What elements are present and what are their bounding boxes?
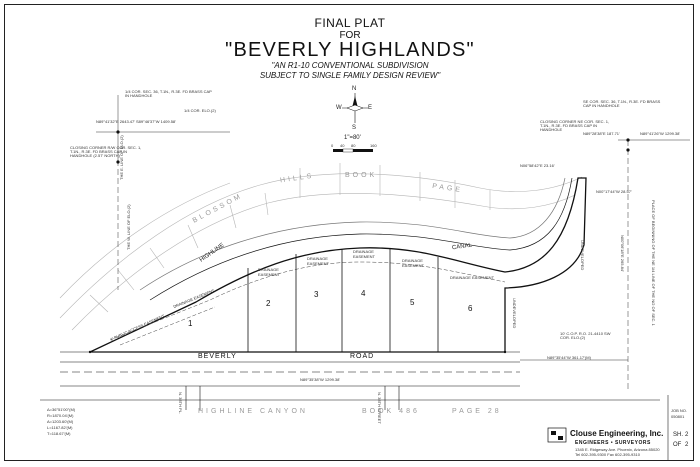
curve-delta: Δ=36°51'00"(M): [47, 407, 76, 412]
scale-tick-0: 0: [331, 143, 334, 148]
note-left-line-1: THE E. LINE OF ELO.(2): [119, 135, 124, 180]
sheet-number: 2: [685, 432, 689, 438]
curve-length: L=1167.82'(M): [47, 425, 73, 430]
lot-number-4: 4: [361, 289, 366, 298]
note-sw-cor: 10' C.O.P. R.O. 21-4410 SW COR. ELO.(2): [560, 331, 611, 340]
drainage-easement-lot2-a: DRAINAGE: [258, 267, 279, 272]
company-subtitle: ENGINEERS • SURVEYORS: [575, 440, 651, 446]
street-left-label: N. 38TH PL.: [178, 392, 183, 415]
note-right-pob: N06°58'42"E 23.16': [520, 163, 555, 168]
drainage-easement-lot6: DRAINAGE EASEMENT: [450, 275, 495, 280]
lot-number-6: 6: [468, 304, 473, 313]
note-top-left-bearing: N89°41'32"E 2643.47': [96, 119, 136, 124]
subtitle-line-2: SUBJECT TO SINGLE FAMILY DESIGN REVIEW": [259, 71, 441, 80]
subtitle-line-1: "AN R1-10 CONVENTIONAL SUBDIVISION: [271, 61, 429, 70]
note-top-left-quarter: 1/4 COR. ELO.(2): [184, 108, 216, 113]
company-phone: Tel 602-395-9300 Fax 602-395-9310: [575, 452, 640, 457]
note-undeveloped-2: UNDEVELOPED: [512, 298, 517, 329]
job-number-label: JOB NO.: [671, 408, 688, 413]
note-top-right-closing: CLOSING CORNER NE COR. SEC. 1, T.1N., R.…: [540, 119, 610, 132]
drainage-easement-lot3-a: DRAINAGE: [307, 256, 328, 261]
lot-number-1: 1: [188, 319, 193, 328]
book-label: BOOK: [345, 172, 378, 179]
drainage-easement-lot4-a: DRAINAGE: [353, 249, 374, 254]
lot-number-2: 2: [266, 299, 271, 308]
beverly-road-lines: [40, 351, 660, 410]
drainage-easement-lot2-b: EASEMENT: [258, 272, 281, 277]
title-line-2: FOR: [339, 30, 361, 41]
bottom-canyon-label: HIGHLINE CANYON: [198, 408, 308, 415]
note-undeveloped-1: UNDEVELOPED: [580, 240, 585, 271]
note-top-right-bearing2: N89°41'26"W 1299.38': [640, 131, 681, 136]
subdivision-boundary: [89, 177, 587, 353]
lot-number-3: 3: [314, 290, 319, 299]
note-top-left-closing: CLOSING CORNER R/W COR. SEC. 1, T.1N., R…: [70, 145, 142, 158]
note-bottom-right-bearing: N89°35'44"W 361.17'(M): [547, 355, 591, 360]
lot-number-5: 5: [410, 298, 415, 307]
scale-label: 1"=80': [344, 135, 361, 141]
scale-tick-2: 80: [351, 143, 356, 148]
sheet-label: SH.: [673, 432, 684, 438]
corner-markers: [88, 130, 630, 354]
scale-bar: [333, 148, 373, 153]
job-number: 050801: [671, 414, 685, 419]
scale-tick-1: 40: [340, 143, 345, 148]
note-top-right-bearing: N89°28'38"E 187.71': [583, 131, 620, 136]
note-bottom-center: N89°35'38"W 1299.38': [300, 377, 341, 382]
lot-lines: [247, 249, 439, 352]
note-top-left-corner: 1/4 COR. SEC. 36, T.1N., R.3E. FD BRASS …: [125, 89, 212, 98]
street-right-label: N. 38TH STREET: [377, 392, 382, 424]
road-label-beverly: BEVERLY: [198, 353, 237, 360]
title-line-1: FINAL PLAT: [314, 16, 386, 30]
note-left-line-2: THE W. LINE OF ELO.(2): [126, 204, 131, 250]
company-name: Clouse Engineering, Inc.: [570, 429, 664, 438]
note-top-right-sec: SE COR. SEC. 36, T.1N., R.3E. FD BRASS C…: [583, 99, 661, 108]
canal-lines: [139, 177, 573, 301]
drainage-easement-lot5-a: DRAINAGE: [402, 258, 423, 263]
drainage-easement-lot5-b: EASEMENT: [402, 263, 425, 268]
sheet-of-number: 2: [685, 442, 689, 448]
bottom-book-label: BOOK 486: [362, 408, 420, 415]
east-label: E: [368, 105, 373, 111]
west-label: W: [336, 105, 342, 111]
south-label: S: [352, 125, 357, 131]
scale-tick-3: 160: [370, 143, 377, 148]
adjacent-subdivision-lines: [59, 163, 583, 331]
note-right-side: PLACE OF BEGINNING OF THE NE 1/4 LINE OF…: [651, 200, 656, 326]
curve-tangent: T=118.67'(M): [47, 431, 71, 436]
north-arrow: [342, 93, 368, 123]
note-right-p1: N00°17'44"W 28.57': [596, 189, 632, 194]
company-address: 1345 E. Ridgeway Ave. Phoenix, Arizona 8…: [575, 447, 660, 452]
drainage-easement-lot3-b: EASEMENT: [307, 261, 330, 266]
north-label: N: [352, 86, 357, 92]
drainage-easement-lot4-b: EASEMENT: [353, 254, 376, 259]
title-subdivision-name: "BEVERLY HIGHLANDS": [225, 39, 475, 61]
plat-sheet-border: [4, 4, 694, 461]
bottom-page-label: PAGE 28: [452, 408, 502, 415]
curve-radius: R=1870.04'(M): [47, 413, 74, 418]
company-logo: [547, 427, 567, 443]
road-label-road: ROAD: [350, 353, 375, 360]
note-top-left-bearing2: S89°46'37"W 1409.58': [136, 119, 176, 124]
note-right-vertical: N00°06'18"E 265.84': [620, 235, 625, 272]
easement-lines: [109, 261, 506, 346]
section-lines: [96, 95, 690, 390]
curve-arc: A=1203.60'(M): [47, 419, 74, 424]
sheet-of-label: OF: [673, 442, 682, 448]
